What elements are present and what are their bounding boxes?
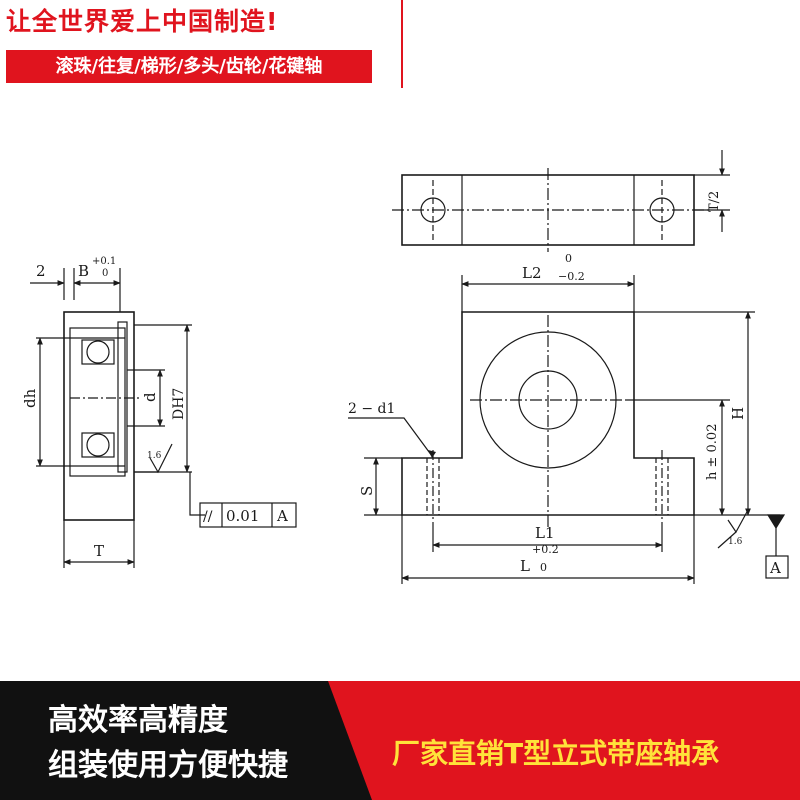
dim-T-label: T bbox=[94, 542, 104, 560]
dim-L1-label: L1 bbox=[535, 524, 555, 542]
dim-L2-tol-lower: −0.2 bbox=[558, 270, 585, 283]
front-roughness-value: 1.6 bbox=[728, 537, 743, 547]
datum-box bbox=[765, 555, 789, 579]
dim-2-label: 2 bbox=[36, 262, 46, 280]
side-housing bbox=[63, 311, 135, 521]
product-slogan: 厂家直销T型立式带座轴承 bbox=[392, 737, 720, 770]
dim-T2-label: T/2 bbox=[707, 191, 722, 212]
dim-S-label: S bbox=[358, 486, 376, 496]
side-ball-lower bbox=[86, 433, 110, 457]
tolerance-value: 0.01 bbox=[226, 507, 259, 525]
dim-d-label: d bbox=[141, 392, 159, 402]
dim-B-tol-upper: +0.1 bbox=[92, 256, 116, 267]
dim-L-label: L bbox=[520, 557, 530, 575]
dim-2d1-label: 2 − d1 bbox=[348, 401, 395, 417]
header-separator bbox=[401, 0, 403, 88]
front-datum-label: A bbox=[769, 559, 781, 577]
side-roughness-value: 1.6 bbox=[147, 451, 162, 461]
dim-DH7-label: DH7 bbox=[171, 388, 187, 420]
dim-h-label: h ± 0.02 bbox=[705, 424, 720, 480]
datum-triangle bbox=[766, 514, 786, 530]
dim-B-tol-lower: 0 bbox=[102, 268, 108, 279]
front-view bbox=[348, 275, 789, 584]
side-bearing-outer bbox=[69, 327, 126, 477]
tolerance-symbol: // bbox=[203, 509, 213, 525]
feature-line-1: 高效率高精度 bbox=[48, 703, 228, 738]
technical-drawing: 2 B +0.1 0 dh d DH7 T 1.6 // 0.01 A T/2 … bbox=[21, 150, 789, 584]
dim-dh-label: dh bbox=[21, 388, 39, 408]
front-outline bbox=[401, 311, 695, 516]
headline: 让全世界爱上中国制造! bbox=[6, 7, 279, 36]
dim-L2-tol-upper: 0 bbox=[565, 252, 572, 265]
dim-B-label: B bbox=[78, 262, 89, 280]
tolerance-datum: A bbox=[276, 507, 288, 525]
dim-L2-label: L2 bbox=[522, 264, 542, 282]
side-bearing-race bbox=[117, 321, 128, 473]
tolerance-frame bbox=[199, 502, 297, 528]
dim-L-tol-lower: 0 bbox=[540, 561, 547, 574]
footer-banner bbox=[0, 681, 800, 800]
top-view bbox=[392, 150, 730, 252]
dim-L-tol-upper: +0.2 bbox=[532, 543, 559, 556]
category-bar: 滚珠/往复/梯形/多头/齿轮/花键轴 bbox=[6, 50, 372, 83]
front-roughness-symbol bbox=[727, 509, 749, 534]
feature-line-2: 组装使用方便快捷 bbox=[48, 748, 288, 783]
dim-H-label: H bbox=[729, 407, 747, 420]
side-ball-upper bbox=[86, 340, 110, 364]
side-view bbox=[30, 268, 297, 568]
